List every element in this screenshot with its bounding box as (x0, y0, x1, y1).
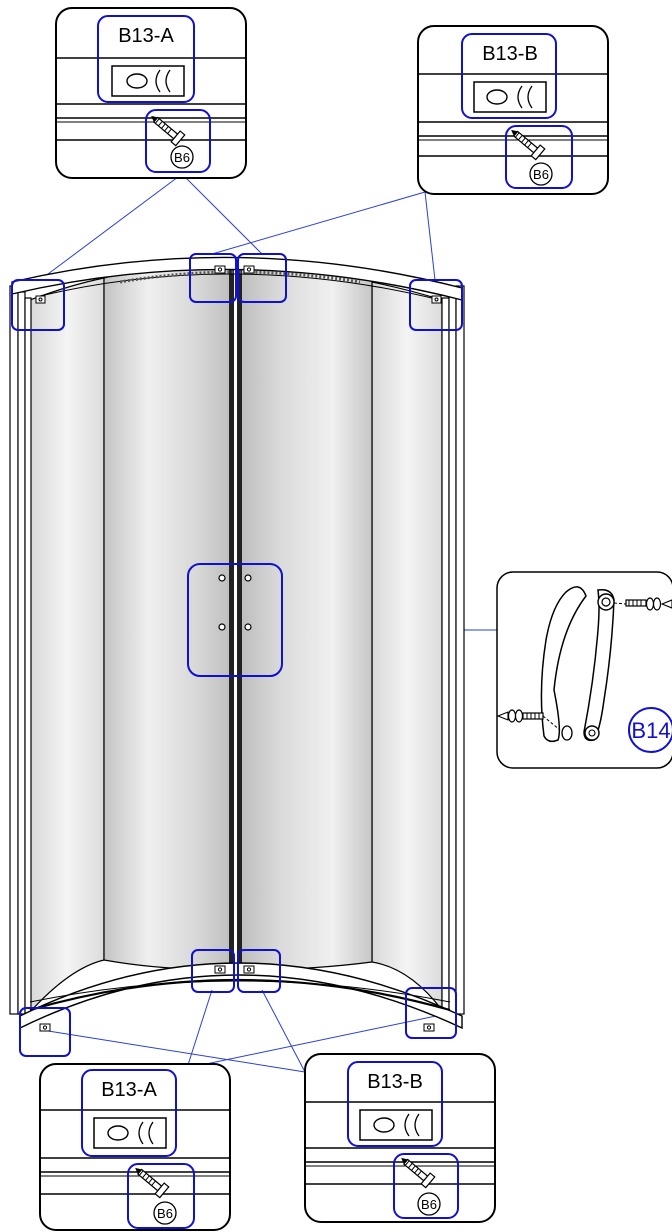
screw-highlight (393, 1153, 459, 1219)
part-label-highlight (81, 1069, 177, 1157)
highlight-bottom-center-left (191, 949, 235, 993)
highlight-bottom-right-corner (405, 987, 457, 1039)
door-edge-right (237, 266, 242, 971)
right-sliding-door (239, 261, 373, 971)
screw-label: B6 (174, 150, 190, 165)
right-fixed-panel (371, 281, 443, 1012)
callout-top-right: B13-B B6 (417, 25, 609, 195)
handle-mounting-holes (218, 574, 252, 631)
screw-label: B6 (533, 167, 549, 182)
screw-highlight (127, 1163, 195, 1229)
part-label: B13-A (118, 25, 174, 47)
part-label: B13-B (367, 1071, 423, 1093)
bracket-part-icon (359, 1109, 433, 1141)
highlight-bottom-left-corner (19, 1007, 71, 1057)
screw-icon (511, 129, 546, 161)
shower-enclosure (9, 256, 465, 1032)
bracket-part-icon (111, 65, 185, 97)
part-label-highlight (461, 33, 557, 119)
right-wall-profile (441, 285, 465, 1015)
highlight-top-right-corner (409, 279, 463, 331)
mount-washer-bottom (561, 725, 573, 741)
part-label: B14 (631, 718, 670, 743)
part-label-highlight (628, 707, 672, 753)
part-label-highlight (347, 1061, 443, 1147)
callout-top-left: B13-A B6 (55, 7, 247, 179)
screw-label: B6 (421, 1197, 437, 1212)
highlight-boxes (11, 253, 463, 1057)
top-bracket-markers (35, 265, 442, 304)
left-wall-profile (9, 285, 32, 1015)
bottom-bracket-markers (39, 965, 435, 1032)
callout-bottom-right: B13-B B6 (304, 1053, 496, 1223)
part-label: B13-B (482, 43, 538, 65)
bracket-part-icon (93, 1117, 167, 1149)
screw-highlight (145, 109, 211, 173)
highlight-bottom-center-right (237, 949, 281, 993)
part-label: B13-A (101, 1079, 157, 1101)
highlight-top-center-left (189, 253, 237, 303)
part-label-highlight (97, 15, 195, 103)
screw-highlight (505, 125, 573, 189)
door-edge-left (229, 266, 234, 971)
highlight-top-center-right (237, 253, 287, 303)
left-sliding-door (103, 261, 233, 971)
highlight-top-left-corner (11, 279, 65, 331)
callout-handle: B14 (496, 571, 672, 769)
screw-icon (135, 1167, 170, 1199)
callout-bottom-left: B13-A B6 (39, 1063, 231, 1231)
highlight-handle-area (187, 563, 283, 677)
handle-bar-left (540, 586, 587, 743)
handle-screw-top-icon (613, 597, 672, 611)
handle-screw-bottom-icon (496, 709, 561, 731)
mount-ring-top (597, 593, 615, 611)
screw-label: B6 (157, 1206, 173, 1221)
left-fixed-panel (29, 277, 105, 1014)
bracket-part-icon (473, 81, 547, 113)
screw-icon (151, 115, 186, 147)
screw-icon (401, 1157, 436, 1189)
mount-ring-bottom (584, 725, 600, 741)
